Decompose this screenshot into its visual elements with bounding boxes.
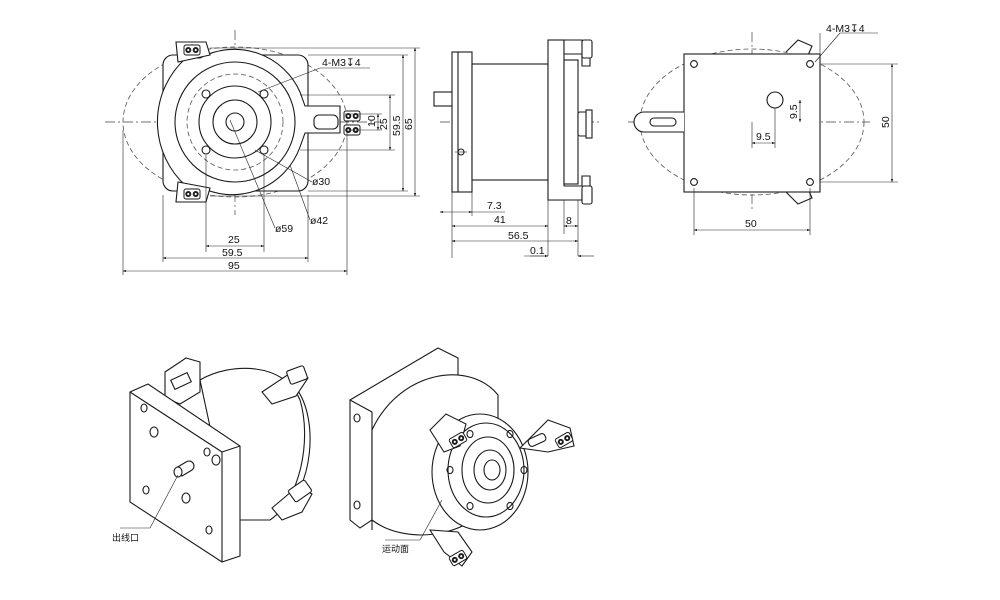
side-view: 7.3 41 8 56.5 0.1	[433, 39, 600, 258]
side-dim-56-5: 56.5	[508, 230, 529, 242]
side-arm-mid	[577, 109, 593, 139]
rear-cable-outlet	[766, 91, 784, 109]
front-dim-10v: 10	[366, 115, 378, 127]
rear-dim-50v: 50	[880, 116, 892, 128]
front-dim-phi30: ø30	[312, 176, 330, 188]
front-dim-95: 95	[228, 260, 240, 272]
front-arm-screws	[343, 110, 361, 122]
side-arm-bottom	[548, 175, 593, 205]
iso-view-front: 运动面	[349, 347, 575, 567]
front-clamp-top	[175, 41, 211, 63]
front-bore-mid	[198, 85, 272, 159]
front-bore-outer	[174, 61, 296, 183]
side-motor-body	[471, 63, 549, 181]
side-dim-8: 8	[566, 215, 572, 227]
front-dim-65: 65	[403, 118, 415, 130]
front-thread-note: 4-M3↧4	[322, 57, 361, 69]
side-dim-7-3: 7.3	[487, 200, 502, 212]
front-dim-phi42: ø42	[310, 215, 328, 227]
iso-right-arm-bottom	[428, 529, 473, 567]
rear-view: 4-M3↧4 9.5 9.5 50 50	[628, 23, 898, 235]
iso-left-arm-bottom	[271, 479, 313, 521]
front-dim-25h: 25	[228, 234, 240, 246]
side-arm-top	[548, 39, 593, 67]
front-dim-59-5v: 59.5	[391, 115, 403, 136]
iso-view-back: 出线口	[112, 357, 313, 563]
front-view: 4-M3↧4 ø30 ø42 ø59 25 59.5 95 10 25 5	[105, 30, 420, 275]
front-bore-hub	[212, 99, 258, 145]
rear-dim-9-5v: 9.5	[788, 104, 800, 119]
side-back-plate	[451, 51, 473, 193]
iso-label-cable-outlet: 出线口	[112, 532, 139, 544]
front-bolt-holes	[201, 89, 269, 155]
iso-label-motion-face: 运动面	[382, 544, 409, 555]
iso-left-holes	[140, 403, 221, 535]
side-front-flange	[547, 39, 565, 201]
rear-shaft	[633, 111, 684, 133]
rear-dim-50h: 50	[745, 218, 757, 230]
front-rotating-flange	[156, 48, 341, 196]
front-dim-25v: 25	[378, 118, 390, 130]
iso-right-holes	[446, 429, 528, 511]
side-shaft	[433, 91, 455, 107]
front-dim-59-5h: 59.5	[222, 247, 243, 259]
iso-right-arm-top	[429, 413, 468, 453]
front-clamp-bottom	[175, 181, 211, 203]
rear-thread-note: 4-M3↧4	[826, 23, 865, 35]
side-dim-41: 41	[494, 214, 506, 226]
front-bore-center	[225, 112, 245, 132]
front-arm-slot	[313, 114, 339, 130]
iso-right-arm-side	[518, 419, 575, 453]
front-dim-phi59: ø59	[275, 223, 293, 235]
side-dim-0-1: 0.1	[530, 245, 545, 257]
rear-dim-9-5h: 9.5	[756, 131, 771, 143]
